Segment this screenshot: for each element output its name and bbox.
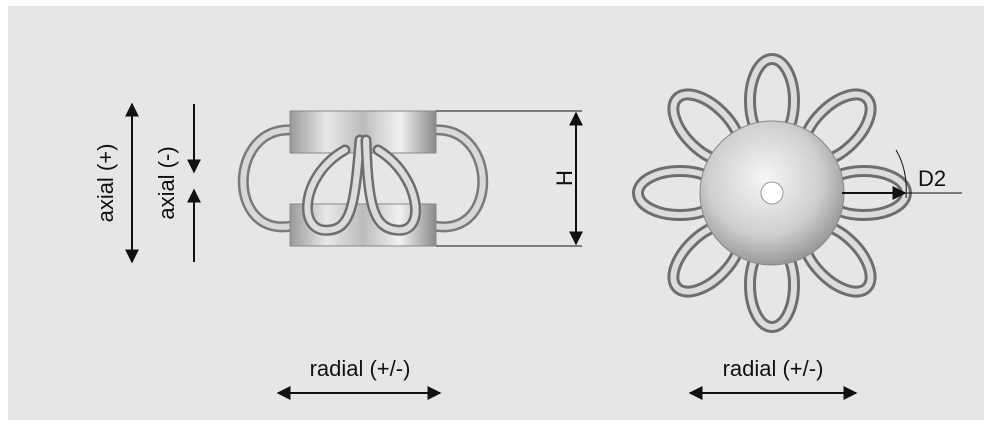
height-dimension bbox=[436, 110, 583, 247]
spring-side-view bbox=[237, 110, 489, 247]
radial-label-right: radial (+/-) bbox=[723, 356, 824, 381]
radial-label-left: radial (+/-) bbox=[310, 356, 411, 381]
diameter-dimension bbox=[842, 149, 962, 200]
height-label: H bbox=[552, 170, 577, 186]
axial-minus-label: axial (-) bbox=[154, 146, 179, 219]
axial-plus-label: axial (+) bbox=[93, 144, 118, 223]
diameter-label: D2 bbox=[918, 166, 946, 191]
spring-top-view bbox=[638, 53, 906, 327]
